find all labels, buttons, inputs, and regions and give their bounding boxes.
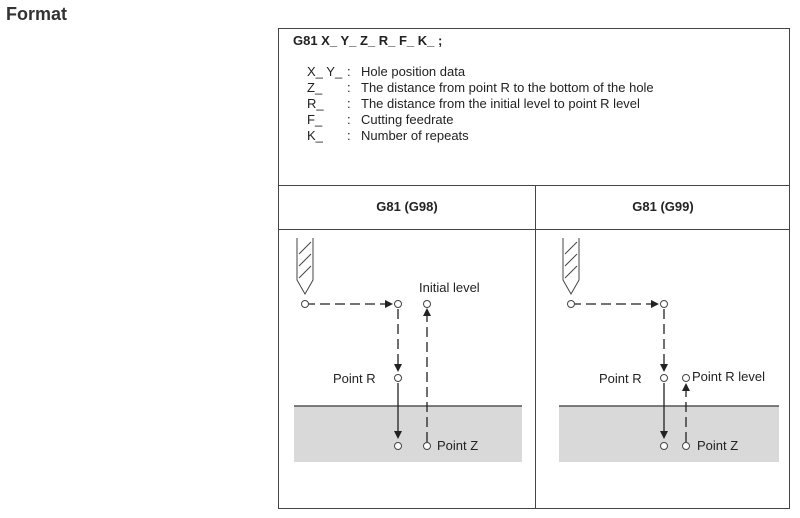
- start-point: [567, 300, 575, 308]
- command-box: G81 X_ Y_ Z_ R_ F_ K_ ; X_ Y_: Hole posit…: [279, 29, 789, 186]
- param-key: Z_: [307, 80, 323, 95]
- param-desc: Number of repeats: [361, 128, 469, 143]
- param-desc: Cutting feedrate: [361, 112, 454, 127]
- param-key: F_: [307, 112, 323, 127]
- initial-level-label: Initial level: [419, 280, 480, 295]
- param-separator: :: [347, 96, 351, 111]
- g98-column-title: G81 (G98): [376, 199, 438, 214]
- point-r-marker: [660, 374, 668, 382]
- param-row-z: Z_: The distance from point R to the bott…: [307, 80, 654, 96]
- point-r-level-label: Point R level: [692, 369, 765, 384]
- drill-icon: [296, 238, 314, 296]
- point-r-level-marker: [682, 374, 690, 382]
- g99-diagram: Point R Point R level Point Z: [559, 238, 779, 462]
- param-key: K_: [307, 128, 323, 143]
- section-title: Format: [6, 4, 68, 24]
- command-syntax: G81 X_ Y_ Z_ R_ F_ K_ ;: [293, 33, 443, 48]
- point-r-marker: [394, 374, 402, 382]
- param-key: R_: [307, 96, 324, 111]
- param-row-k: K_: Number of repeats: [307, 128, 654, 144]
- param-desc: The distance from the initial level to p…: [361, 96, 640, 111]
- hole-bottom-marker: [660, 442, 668, 450]
- param-desc: The distance from point R to the bottom …: [361, 80, 654, 95]
- hole-position-point: [394, 300, 402, 308]
- param-separator: :: [347, 64, 351, 79]
- hole-bottom-marker: [394, 442, 402, 450]
- point-r-label: Point R: [599, 371, 642, 386]
- param-separator: :: [347, 80, 351, 95]
- param-row-f: F_: Cutting feedrate: [307, 112, 654, 128]
- g81-format-table: G81 X_ Y_ Z_ R_ F_ K_ ; X_ Y_: Hole posit…: [278, 28, 790, 509]
- point-z-label: Point Z: [437, 438, 478, 453]
- g98-diagram: Point R Initial level Point Z: [294, 238, 522, 462]
- workpiece-shade: [294, 406, 522, 462]
- column-divider: [535, 185, 536, 508]
- param-separator: :: [347, 112, 351, 127]
- param-key: X_ Y_: [307, 64, 343, 79]
- header-divider: [279, 229, 789, 230]
- hole-position-point: [660, 300, 668, 308]
- start-point: [301, 300, 309, 308]
- param-desc: Hole position data: [361, 64, 466, 79]
- point-z-marker: [682, 442, 690, 450]
- point-r-label: Point R: [333, 371, 376, 386]
- point-z-label: Point Z: [697, 438, 738, 453]
- workpiece-shade: [559, 406, 779, 462]
- param-separator: :: [347, 128, 351, 143]
- g99-column-title: G81 (G99): [632, 199, 694, 214]
- parameter-list: X_ Y_: Hole position data Z_: The distance…: [307, 64, 654, 144]
- drill-icon: [562, 238, 580, 296]
- diagram-panels: G81 (G98) G81 (G99) Point R: [279, 185, 789, 508]
- point-z-marker: [423, 442, 431, 450]
- param-row-xy: X_ Y_: Hole position data: [307, 64, 654, 80]
- param-row-r: R_: The distance from the initial level t…: [307, 96, 654, 112]
- initial-level-marker: [423, 300, 431, 308]
